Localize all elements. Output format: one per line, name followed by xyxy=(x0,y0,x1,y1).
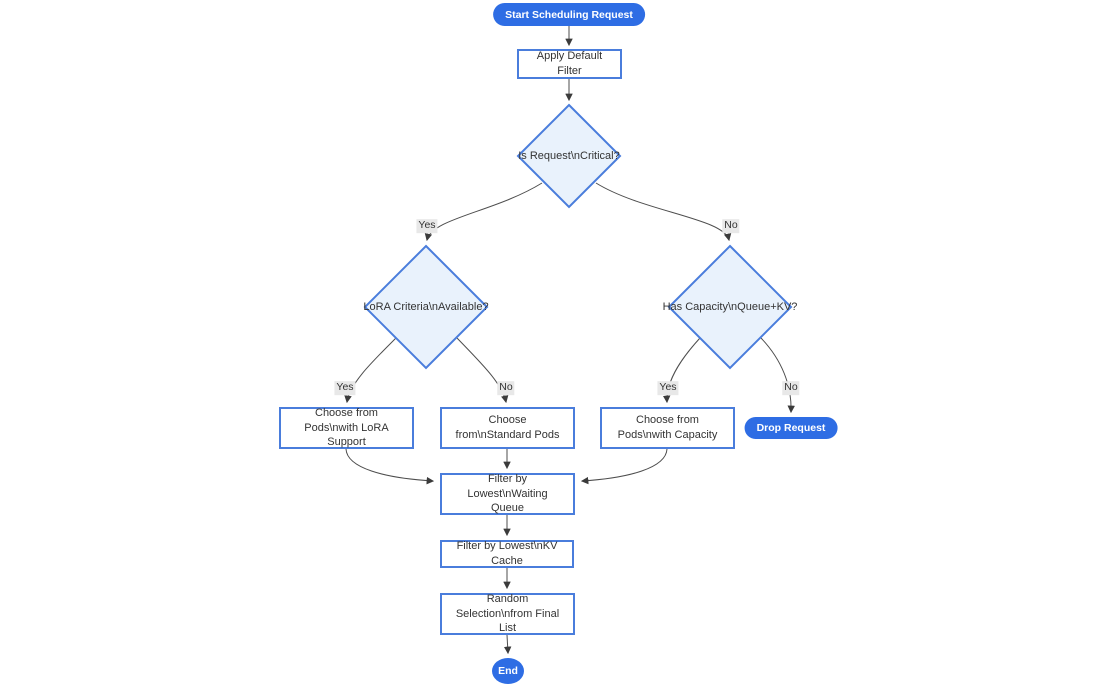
decision-is-critical-shape xyxy=(516,103,622,209)
node-choose-standard-pods: Choose from\nStandard Pods xyxy=(440,407,575,449)
node-choose-lora-pods: Choose from Pods\nwith LoRA Support xyxy=(279,407,414,449)
edge-critical-yes xyxy=(424,182,543,242)
edge-label-lora-no: No xyxy=(497,381,515,395)
node-end: End xyxy=(492,658,524,684)
node-is-critical-label: Is Request\nCritical? xyxy=(518,150,620,162)
edge-capacitypods-filterwq xyxy=(580,448,668,485)
edge-label-lora-yes: Yes xyxy=(334,381,356,395)
edge-capacity-no xyxy=(760,337,795,414)
edge-critical-no xyxy=(595,182,732,242)
node-has-capacity-label: Has Capacity\nQueue+KV? xyxy=(662,301,798,313)
decision-lora-criteria-shape xyxy=(363,244,489,370)
edge-random-end xyxy=(503,634,512,655)
node-filter-kv-cache: Filter by Lowest\nKV Cache xyxy=(440,540,574,568)
edge-capacity-yes xyxy=(662,337,701,404)
node-drop-request: Drop Request xyxy=(744,417,838,439)
node-lora-criteria-label: LoRA Criteria\nAvailable? xyxy=(363,301,489,313)
node-random-selection: Random Selection\nfrom Final List xyxy=(440,593,575,635)
edge-lorapods-filterwq xyxy=(345,448,435,485)
node-filter-waiting-queue: Filter by Lowest\nWaiting Queue xyxy=(440,473,575,515)
node-choose-capacity-pods: Choose from Pods\nwith Capacity xyxy=(600,407,735,449)
node-start: Start Scheduling Request xyxy=(493,3,645,26)
decision-has-capacity-shape xyxy=(667,244,793,370)
edge-label-capacity-yes: Yes xyxy=(657,381,679,395)
edge-lora-no xyxy=(456,337,509,404)
edge-label-critical-yes: Yes xyxy=(416,219,438,233)
node-apply-default-filter: Apply Default Filter xyxy=(517,49,622,79)
edge-lora-yes xyxy=(344,337,397,404)
edge-label-critical-no: No xyxy=(722,219,740,233)
edge-label-capacity-no: No xyxy=(782,381,800,395)
